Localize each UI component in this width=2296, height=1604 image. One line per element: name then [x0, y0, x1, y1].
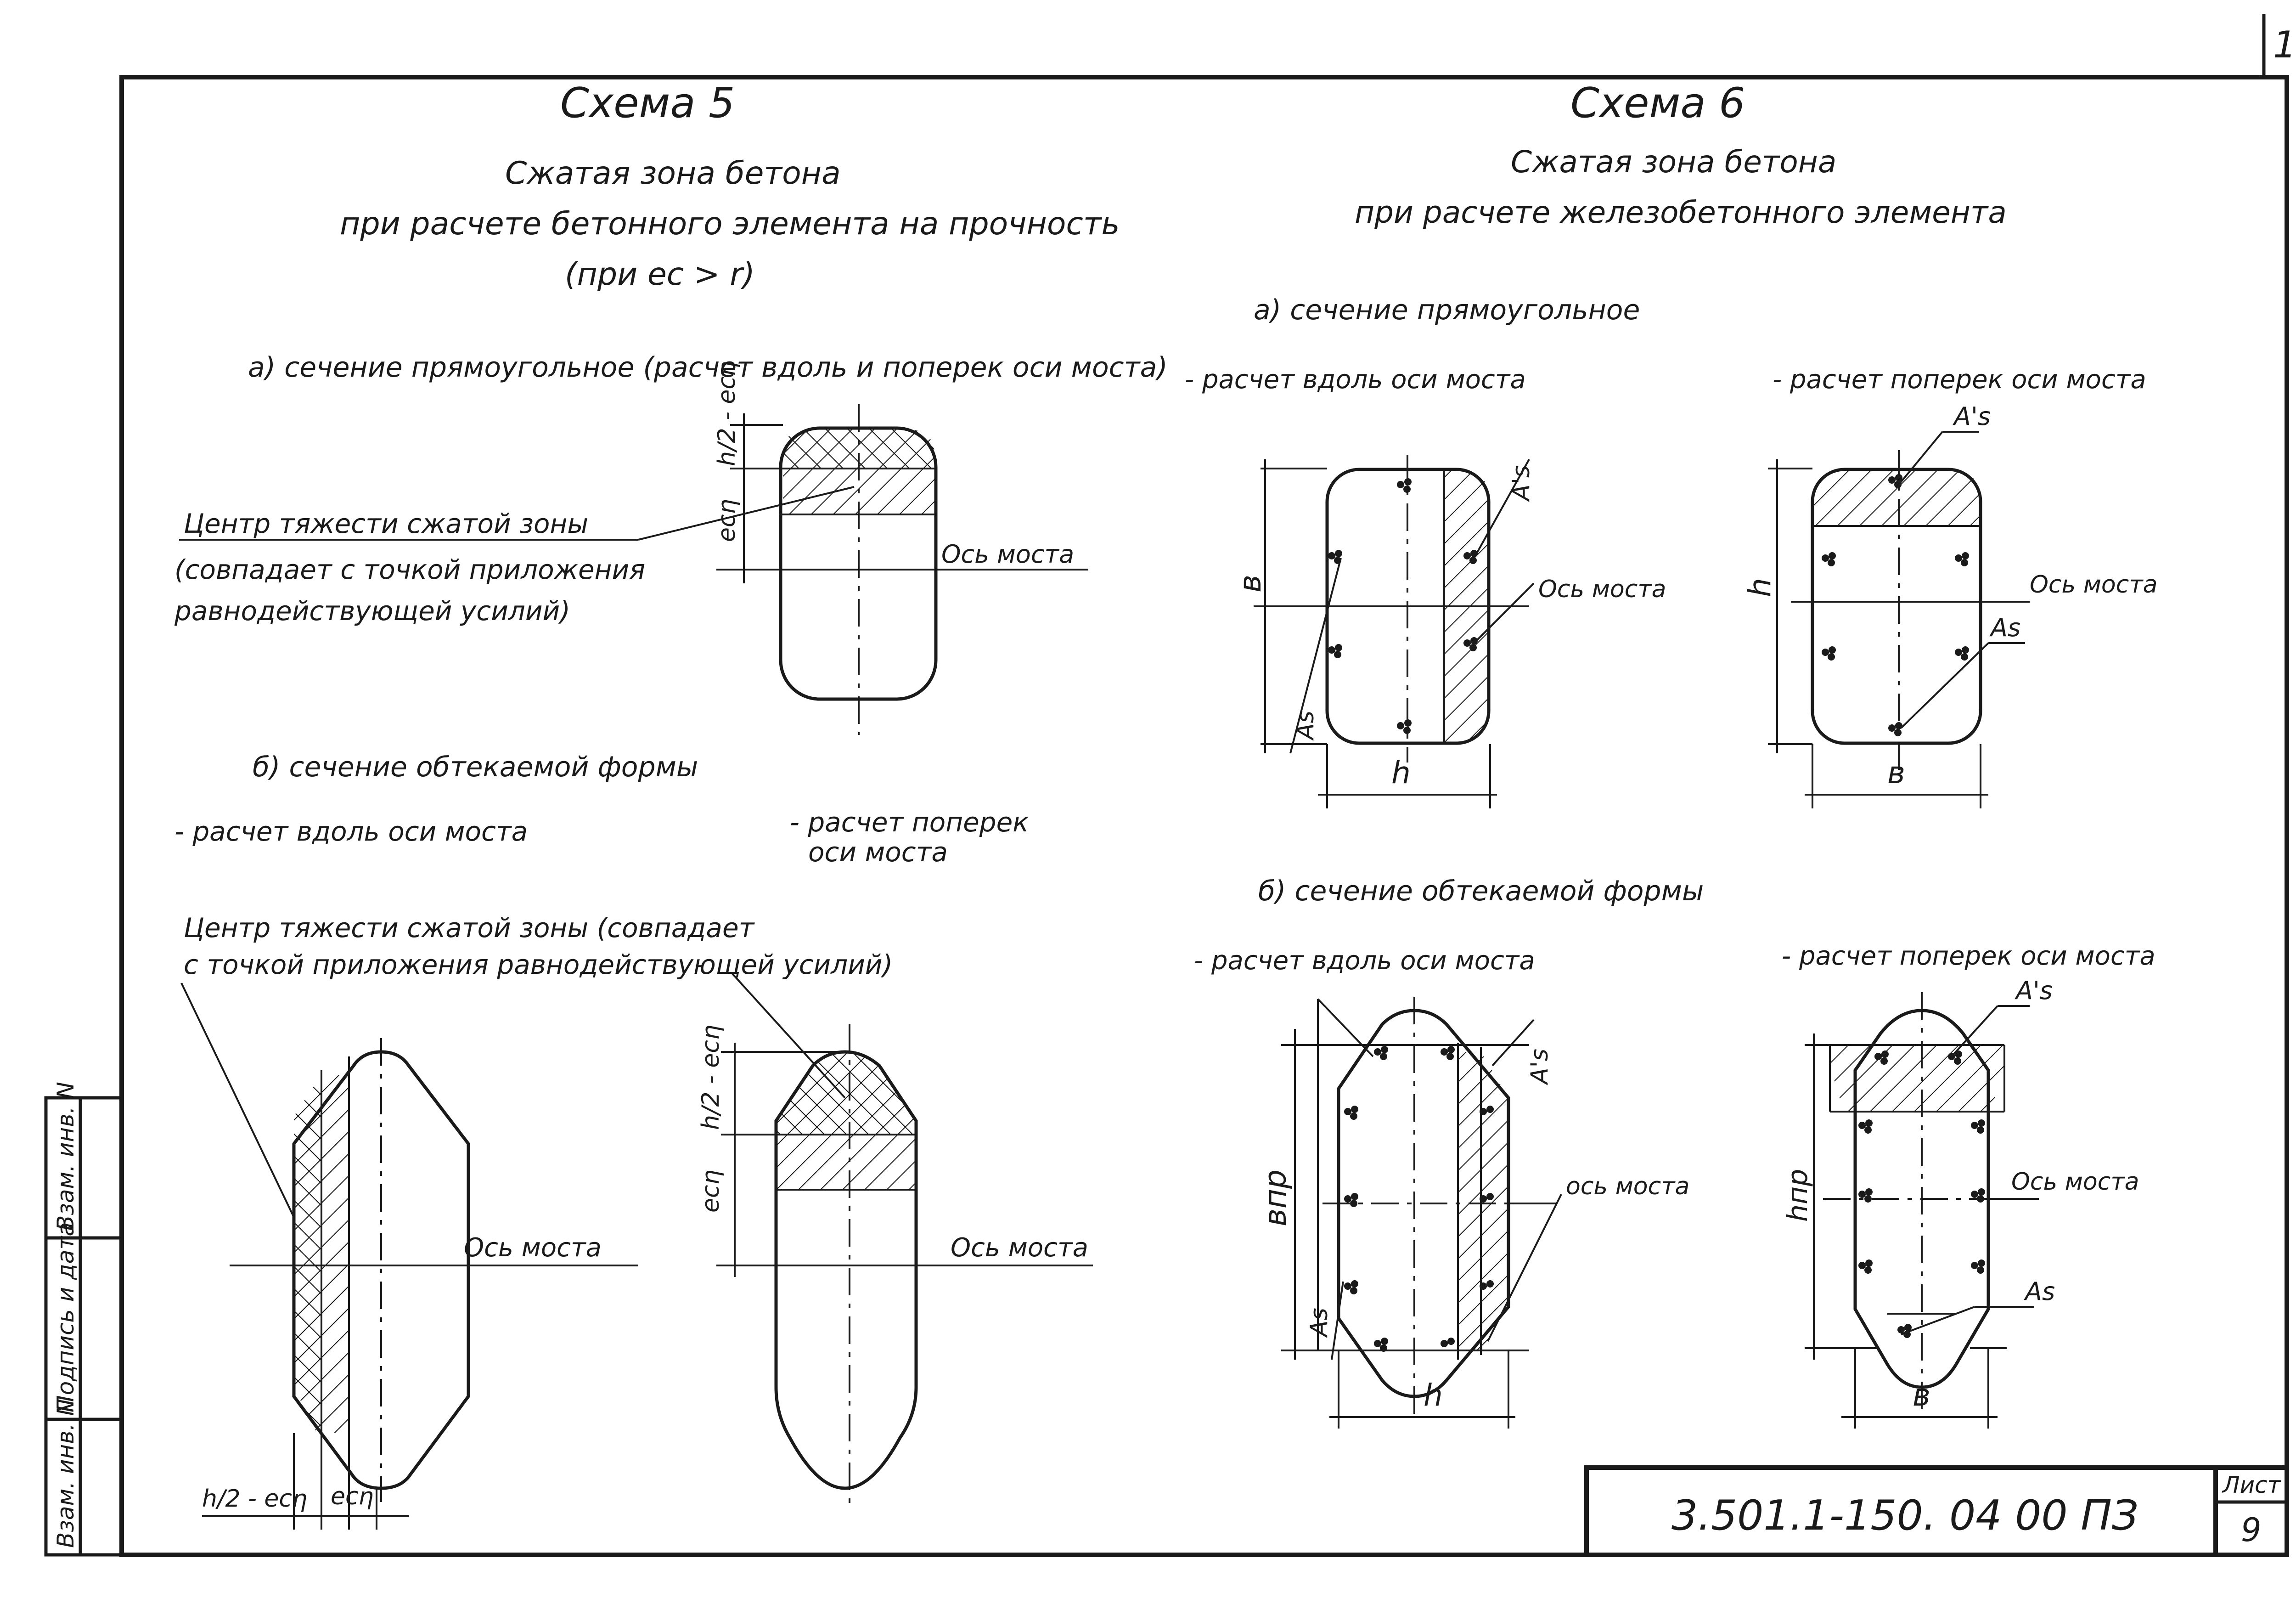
- scheme6b-across: - расчет поперек оси моста: [1782, 941, 2155, 971]
- scheme5b-right-section: h/2 - eсη eсη Ось моста: [697, 973, 1093, 1507]
- side-stamp: Взам. инв. N Подпись и дата Взам. инв. N: [44, 1082, 124, 1557]
- scheme5b-axis-left: Ось моста: [464, 1233, 602, 1263]
- side-label-2: Подпись и дата: [52, 1222, 79, 1412]
- sheet-number: 9: [2241, 1511, 2262, 1549]
- scheme6b-left-axis: ось моста: [1566, 1173, 1689, 1200]
- scheme6a-left-axis: Ось моста: [1538, 576, 1666, 603]
- scheme6a-right-rebars: [1822, 474, 1969, 736]
- scheme5-subtitle2: при расчете бетонного элемента на прочно…: [340, 206, 1120, 242]
- scheme6b-left-as: As: [1306, 1308, 1333, 1338]
- scheme5b-header: б) сечение обтекаемой формы - расчет вдо…: [174, 751, 1029, 980]
- scheme6b-right-dim-h: в: [1913, 1378, 1930, 1413]
- scheme5b-axis-right: Ось моста: [951, 1233, 1088, 1263]
- scheme6a-right-as-prime: A's: [1953, 402, 1991, 431]
- stamp-code: 3.501.1-150. 04 00 ПЗ: [1671, 1491, 2138, 1540]
- scheme6b-right-as-prime: A's: [2015, 976, 2053, 1005]
- scheme5a-dim-top: h/2 - eсη: [713, 361, 741, 466]
- scheme6a-right-section: h в A's As Ось моста: [1742, 402, 2157, 808]
- scheme5-across-1: - расчет поперек: [790, 807, 1029, 838]
- scheme6a-left-rebars: [1328, 478, 1478, 734]
- scheme6a-right-axis: Ось моста: [2030, 571, 2157, 599]
- scheme5a-note-2: (совпадает с точкой приложения: [174, 554, 645, 585]
- scheme6b-right-section: hпр в A's As Ось моста: [1782, 976, 2139, 1429]
- scheme6-part-b: б) сечение обтекаемой формы: [1258, 875, 1704, 907]
- scheme6a-left-as: As: [1292, 711, 1319, 741]
- scheme5a-axis-label: Ось моста: [941, 540, 1074, 569]
- scheme5b-dim-top: h/2 - eсη: [697, 1025, 725, 1130]
- scheme5-part-a: а) сечение прямоугольное (расчет вдоль и…: [248, 351, 1168, 384]
- scheme6-along: - расчет вдоль оси моста: [1185, 365, 1526, 395]
- scheme6b-left-dim-h: h: [1424, 1378, 1443, 1413]
- scheme6b-right-axis: Ось моста: [2011, 1168, 2139, 1196]
- scheme6b-right-as: As: [2024, 1277, 2055, 1306]
- scheme5b-note-2: с точкой приложения равнодействующей уси…: [184, 949, 893, 980]
- scheme5b-dim-mid: eсη: [697, 1169, 725, 1213]
- scheme5a-dim-mid: eсη: [713, 499, 741, 542]
- scheme6a-left-dim-v: в: [1232, 575, 1268, 593]
- scheme6b-along: - расчет вдоль оси моста: [1194, 946, 1535, 976]
- side-label-1: Взам. инв. N: [52, 1082, 79, 1231]
- scheme6a-right-as: As: [1989, 613, 2020, 642]
- scheme5-title: Схема 5: [560, 79, 735, 127]
- scheme5b-dim-bottom-right: eсη: [331, 1483, 374, 1510]
- scheme6a-right-dim-h: в: [1887, 755, 1905, 791]
- scheme6b-header: б) сечение обтекаемой формы - расчет вдо…: [1194, 875, 2155, 976]
- scheme6-header: Схема 6 Сжатая зона бетона при расчете ж…: [1185, 79, 2146, 395]
- scheme6-across: - расчет поперек оси моста: [1773, 365, 2146, 395]
- scheme5a-note-3: равнодействующей усилий): [174, 595, 570, 627]
- scheme5a-note-1: Центр тяжести сжатой зоны: [184, 508, 588, 539]
- scheme6b-right-rebars: [1858, 1051, 1985, 1338]
- corner-number: 11: [2273, 23, 2296, 66]
- scheme5-part-b: б) сечение обтекаемой формы: [253, 751, 698, 783]
- scheme6b-left-dim-v: впр: [1258, 1169, 1293, 1226]
- scheme5b-left-section: Ось моста h/2 - eсη eсη: [180, 983, 638, 1530]
- scheme5-header: Схема 5 Сжатая зона бетона при расчете б…: [248, 79, 1168, 384]
- scheme5b-dim-bottom-left: h/2 - eсη: [202, 1485, 307, 1513]
- scheme6b-left-as-prime: A's: [1526, 1049, 1553, 1085]
- scheme5-across-2: оси моста: [808, 836, 948, 868]
- scheme6a-left-as-prime: A's: [1508, 465, 1535, 502]
- scheme6-subtitle2: при расчете железобетонного элемента: [1355, 195, 2007, 230]
- scheme6-subtitle1: Сжатая зона бетона: [1511, 144, 1836, 180]
- scheme6b-left-section: впр h As A's ось моста: [1258, 997, 1689, 1429]
- title-block: 3.501.1-150. 04 00 ПЗ Лист 9: [1584, 1465, 2289, 1557]
- scheme5-along: - расчет вдоль оси моста: [174, 816, 528, 847]
- scheme6a-right-dim-v: h: [1742, 578, 1778, 597]
- scheme6b-right-dim-v: hпр: [1782, 1169, 1814, 1222]
- scheme6a-left-section: в h As A's Ось моста: [1232, 455, 1666, 808]
- scheme6a-left-dim-h: h: [1391, 755, 1411, 791]
- scheme5-subtitle1: Сжатая зона бетона: [505, 155, 841, 192]
- side-label-3: Взам. инв. N: [52, 1399, 79, 1548]
- sheet-frame: 11: [119, 14, 2296, 1557]
- scheme6-title: Схема 6: [1570, 79, 1745, 127]
- scheme6-part-a: а) сечение прямоугольное: [1254, 294, 1640, 326]
- scheme5a-section: h/2 - eсη eсη Ось моста Центр тяжести сж…: [174, 361, 1088, 735]
- sheet-label: Лист: [2222, 1472, 2282, 1498]
- scheme5-subtitle3: (при eс > r): [565, 256, 755, 293]
- scheme6b-left-rebars: [1344, 1046, 1494, 1352]
- scheme5b-note-1: Центр тяжести сжатой зоны (совпадает: [184, 912, 755, 943]
